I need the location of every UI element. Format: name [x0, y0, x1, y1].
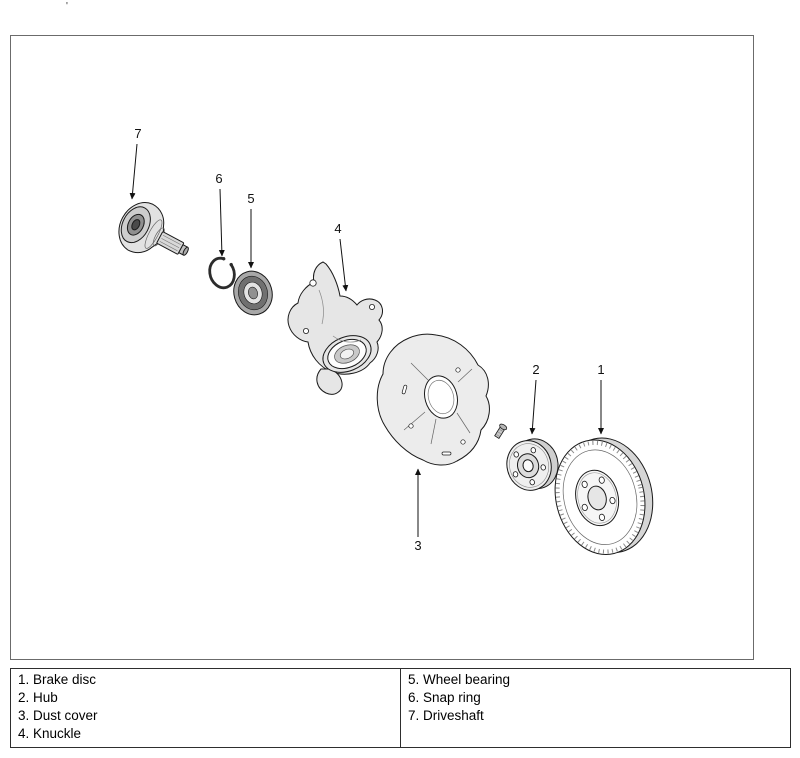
- callout-2: 2: [529, 362, 540, 435]
- callout-1: 1: [597, 362, 605, 435]
- legend-column-left: 1. Brake disc 2. Hub 3. Dust cover 4. Kn…: [11, 669, 401, 747]
- wheel-bearing-part: [233, 270, 273, 316]
- callout-4-arrow: [339, 238, 349, 292]
- callout-4-label: 4: [334, 221, 341, 236]
- callout-2-arrow: [529, 379, 537, 435]
- hub-part: [506, 438, 559, 491]
- callout-6-label: 6: [215, 171, 222, 186]
- callout-1-label: 1: [597, 362, 604, 377]
- page-top-mark: ': [66, 1, 68, 12]
- snap-ring-part: [208, 256, 236, 290]
- callout-2-label: 2: [532, 362, 539, 377]
- legend-item: 5. Wheel bearing: [408, 672, 511, 687]
- legend-item: 1. Brake disc: [18, 672, 97, 687]
- dust-cover-part: [376, 333, 490, 466]
- callout-6: 6: [215, 171, 225, 257]
- brake-disc-part: [554, 437, 654, 556]
- callouts: 1 2 3 4 5: [129, 126, 605, 553]
- legend-item: 2. Hub: [18, 690, 58, 705]
- callout-3-label: 3: [414, 538, 421, 553]
- callout-6-arrow: [218, 188, 225, 257]
- legend-item: 7. Driveshaft: [408, 708, 484, 723]
- driveshaft-part: [118, 202, 189, 256]
- callout-3: 3: [414, 468, 422, 553]
- diagram-frame: 1 2 3 4 5: [10, 35, 754, 660]
- knuckle-part: [287, 261, 383, 395]
- legend-column-right: 5. Wheel bearing 6. Snap ring 7. Drivesh…: [401, 669, 790, 747]
- callout-7-label: 7: [134, 126, 141, 141]
- callout-5-label: 5: [247, 191, 254, 206]
- callout-5: 5: [247, 191, 255, 269]
- callout-7-arrow: [129, 143, 138, 200]
- hub-bolt: [494, 423, 508, 439]
- callout-4: 4: [334, 221, 349, 292]
- callout-7: 7: [129, 126, 142, 200]
- exploded-view-diagram: 1 2 3 4 5: [118, 126, 654, 556]
- legend-item: 4. Knuckle: [18, 726, 82, 741]
- parts-legend: 1. Brake disc 2. Hub 3. Dust cover 4. Kn…: [10, 668, 791, 748]
- legend-item: 6. Snap ring: [408, 690, 481, 705]
- legend-item: 3. Dust cover: [18, 708, 98, 723]
